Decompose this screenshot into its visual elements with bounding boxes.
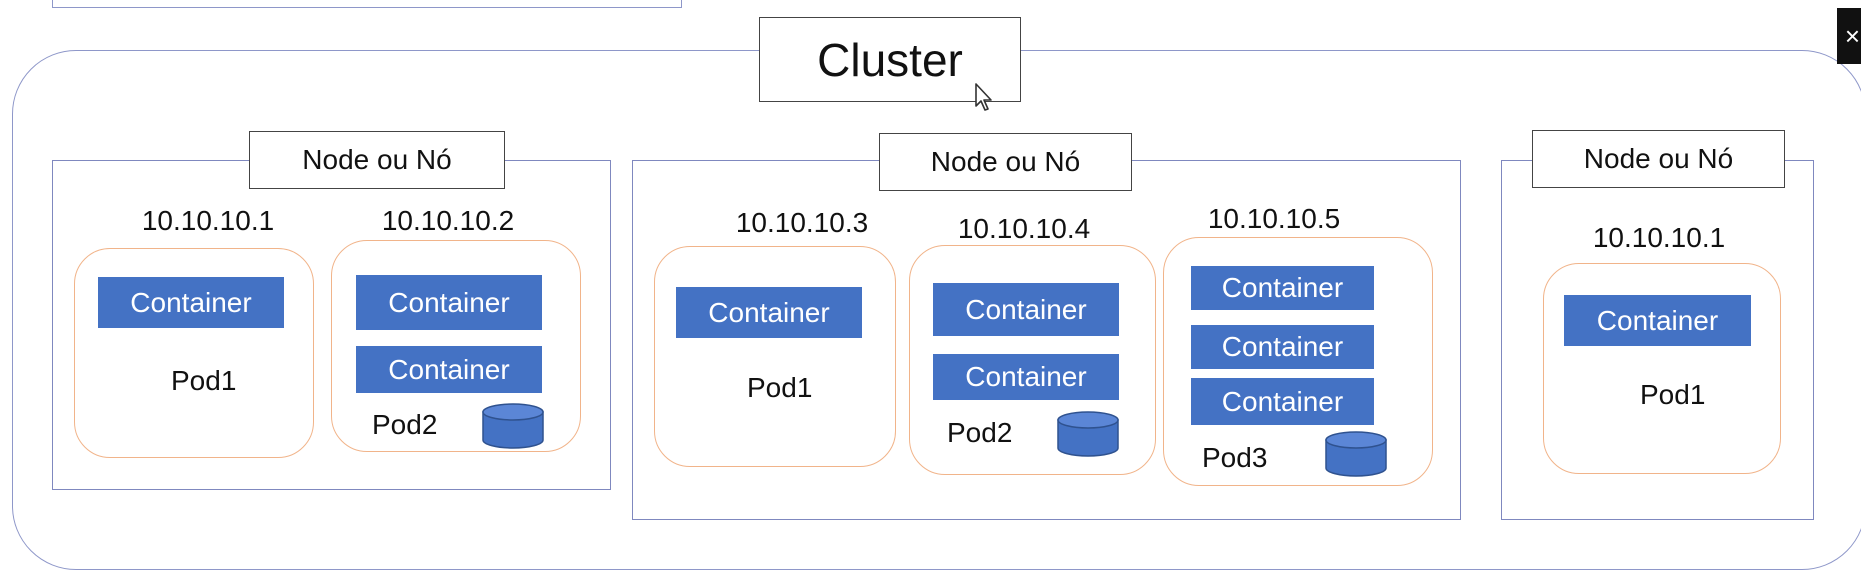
node-2-label: Node ou Nó	[879, 133, 1132, 191]
pod-2-node-2	[909, 245, 1156, 475]
container-block: Container	[356, 346, 542, 393]
pod-ip: 10.10.10.2	[381, 205, 515, 236]
database-icon	[482, 403, 544, 449]
database-icon	[1057, 411, 1119, 457]
pod-label: Pod2	[372, 409, 438, 440]
node-3-label: Node ou Nó	[1532, 130, 1785, 188]
pod-ip: 10.10.10.3	[735, 207, 869, 238]
pod-label: Pod1	[747, 372, 813, 403]
container-block: Container	[1191, 325, 1374, 369]
container-block: Container	[1564, 295, 1751, 346]
pod-label: Pod1	[171, 365, 237, 396]
pod-1-node-2	[654, 246, 896, 467]
top-frame	[52, 0, 682, 8]
pod-label: Pod1	[1640, 379, 1706, 410]
container-block: Container	[98, 277, 284, 328]
container-block: Container	[933, 283, 1119, 336]
pod-1-node-3	[1543, 263, 1781, 474]
pod-label: Pod3	[1202, 442, 1268, 473]
container-block: Container	[933, 354, 1119, 400]
container-block: Container	[1191, 378, 1374, 425]
pod-label: Pod2	[947, 417, 1013, 448]
cursor-icon	[975, 83, 992, 111]
pod-ip: 10.10.10.1	[141, 205, 275, 236]
database-icon	[1325, 431, 1387, 477]
pod-2-node-1	[331, 240, 581, 452]
pod-ip: 10.10.10.4	[957, 213, 1091, 244]
pod-ip: 10.10.10.5	[1207, 203, 1341, 234]
pod-3-node-2	[1163, 237, 1433, 486]
pod-1-node-1	[74, 248, 314, 458]
pod-ip: 10.10.10.1	[1592, 222, 1726, 253]
container-block: Container	[1191, 266, 1374, 310]
container-block: Container	[356, 275, 542, 330]
close-icon[interactable]: ×	[1837, 8, 1861, 64]
node-1-label: Node ou Nó	[249, 131, 505, 189]
container-block: Container	[676, 287, 862, 338]
